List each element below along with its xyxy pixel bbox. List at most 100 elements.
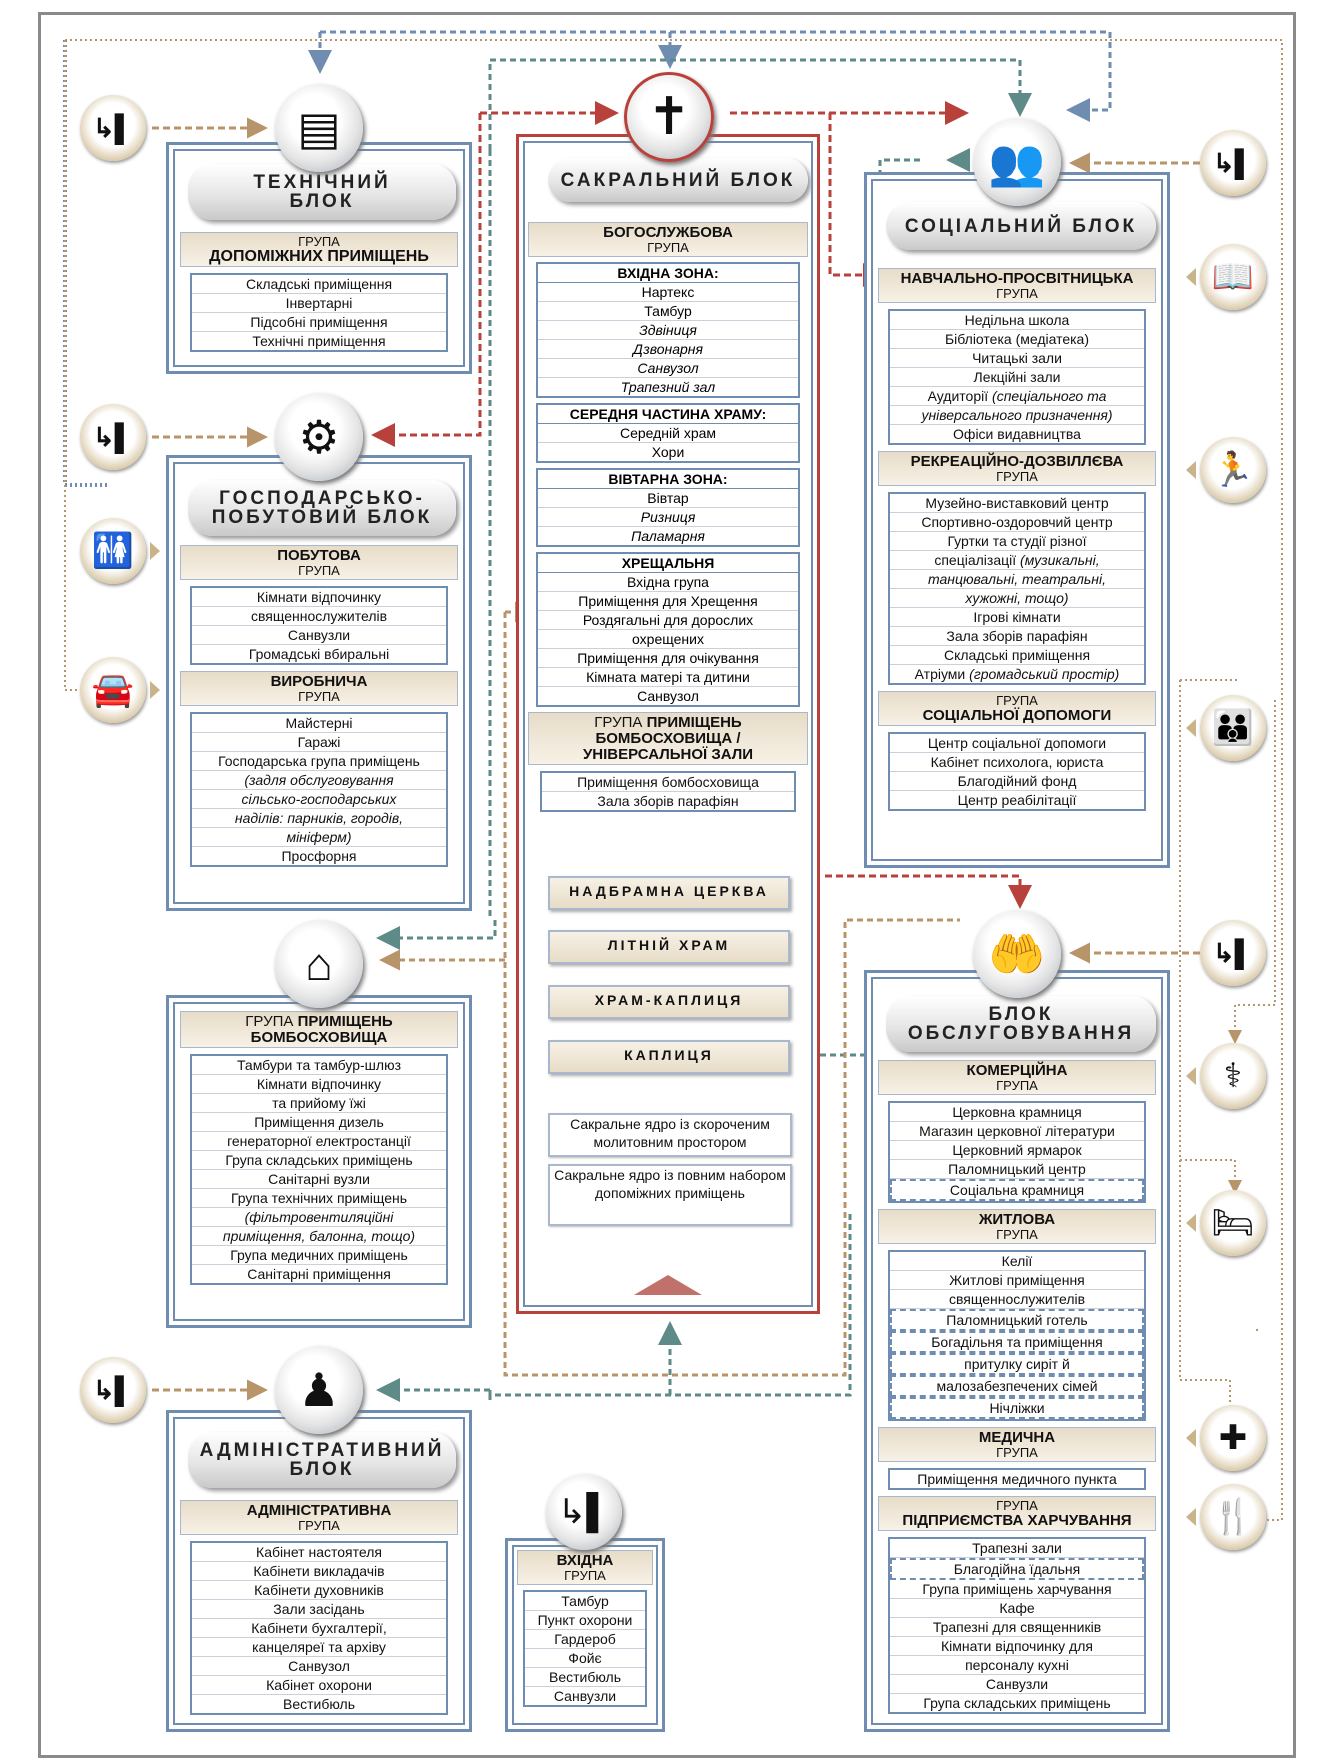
- list-item-note: (музикальні,: [1020, 552, 1100, 568]
- list-item: Група медичних приміщень: [192, 1246, 446, 1265]
- list-item: Ризниця: [538, 508, 798, 527]
- list-item: (фільтровентиляційні: [192, 1208, 446, 1227]
- list-item: Трапезний зал: [620, 379, 716, 395]
- garage-icon: 🚘: [80, 657, 160, 723]
- list-item: Трапезні зали: [890, 1539, 1144, 1558]
- list-item: Приміщення дизель: [192, 1113, 446, 1132]
- restroom-icon: 🚻: [80, 518, 160, 584]
- list-item: Келії: [890, 1252, 1144, 1271]
- list-item: Соціальна крамниця: [890, 1179, 1144, 1201]
- list-item: Господарська група приміщень: [192, 752, 446, 771]
- service-list-medical: Приміщення медичного пункта: [888, 1468, 1146, 1490]
- list-item: канцеляреї та архіву: [192, 1638, 446, 1657]
- bible-book-icon: 📖: [1186, 244, 1266, 310]
- list-item: сільсько-господарських: [192, 790, 446, 809]
- list-item: Кімната матері та дитини: [538, 668, 798, 687]
- list-item: Зали засідань: [192, 1600, 446, 1619]
- family-care-icon: 👪: [1186, 695, 1266, 761]
- list-item: Тамбури та тамбур-шлюз: [192, 1056, 446, 1075]
- list-item-text: Аудиторії: [927, 388, 989, 404]
- entrance-door-icon: ↳▌: [80, 95, 146, 161]
- list-item: Кімнати відпочинку для: [890, 1637, 1144, 1656]
- list-item: Приміщення бомбосховища: [542, 773, 794, 792]
- cross-icon: ✝: [624, 72, 714, 162]
- list-item: Підсобні приміщення: [192, 313, 446, 332]
- service-hand-icon: 🤲: [973, 910, 1061, 998]
- list-item: Санвузли: [192, 626, 446, 645]
- list-item: Кабінет настоятеля: [192, 1543, 446, 1562]
- list-item: Складські приміщення: [890, 646, 1144, 665]
- church-type-2: ЛІТНІЙ ХРАМ: [548, 930, 790, 964]
- list-item: Атріуми (громадський простір): [890, 665, 1144, 683]
- list-item: танцювальні, театральні,: [890, 570, 1144, 589]
- list-item: Група складських приміщень: [923, 1695, 1111, 1711]
- outer-frame: [38, 12, 1296, 1758]
- list-item: Майстерні: [192, 714, 446, 733]
- running-icon: 🏃: [1186, 437, 1266, 503]
- list-item: Богадільня та приміщення: [890, 1331, 1144, 1353]
- list-item: Тамбур: [538, 302, 798, 321]
- list-item: Житлові приміщення: [890, 1271, 1144, 1290]
- gear-icon: ⚙: [275, 393, 363, 481]
- doctor-patient-icon: ⚕: [1186, 1043, 1266, 1109]
- food-icon: 🍴: [1186, 1484, 1266, 1550]
- list-item: Лекційні зали: [890, 368, 1144, 387]
- list-item: Роздягальні для дорослих: [538, 611, 798, 630]
- list-item: Магазин церковної літератури: [890, 1122, 1144, 1141]
- list-item: Санвузли: [553, 1688, 617, 1704]
- list-item: священнослужителів: [890, 1290, 1144, 1309]
- list-item: Тамбур: [525, 1592, 645, 1611]
- list-item: Санвузол: [538, 359, 798, 378]
- zone-heading: ХРЕЩАЛЬНЯ: [538, 554, 798, 573]
- list-item: Зала зборів парафіян: [890, 627, 1144, 646]
- list-item: Санвузол: [637, 688, 699, 704]
- list-item: Аудиторії (спеціального та: [890, 387, 1144, 406]
- list-item: Хори: [651, 444, 685, 460]
- sacral-triangle-marker: [634, 1275, 702, 1295]
- church-type-1: НАДБРАМНА ЦЕРКВА: [548, 876, 790, 910]
- list-item: Вівтар: [538, 489, 798, 508]
- list-item: Пункт охорони: [525, 1611, 645, 1630]
- list-item: притулку сиріт й: [890, 1353, 1144, 1375]
- list-item: приміщення, балонна, тощо): [192, 1227, 446, 1246]
- list-item: Офіси видавництва: [953, 426, 1081, 442]
- list-item: Гардероб: [525, 1630, 645, 1649]
- list-item: Вхідна група: [538, 573, 798, 592]
- list-item: Благодійний фонд: [890, 772, 1144, 791]
- zone-heading: СЕРЕДНЯ ЧАСТИНА ХРАМУ:: [538, 405, 798, 424]
- social-block-title: СОЦІАЛЬНИЙ БЛОК: [886, 202, 1156, 250]
- list-item: Ігрові кімнати: [890, 608, 1144, 627]
- list-item: Група технічних приміщень: [192, 1189, 446, 1208]
- list-item: Церковна крамниця: [890, 1103, 1144, 1122]
- list-item: Спортивно-оздоровчий центр: [890, 513, 1144, 532]
- list-item-note: (спеціального та: [992, 388, 1107, 404]
- list-item: охрещених: [538, 630, 798, 649]
- list-item: Кабінети викладачів: [192, 1562, 446, 1581]
- zone-heading: ВХІДНА ЗОНА:: [538, 264, 798, 283]
- list-item: Паламарня: [631, 528, 705, 544]
- list-item: Санвузли: [890, 1675, 1144, 1694]
- list-item: Читацькі зали: [890, 349, 1144, 368]
- entrance-door-icon: ↳▌: [80, 1357, 146, 1423]
